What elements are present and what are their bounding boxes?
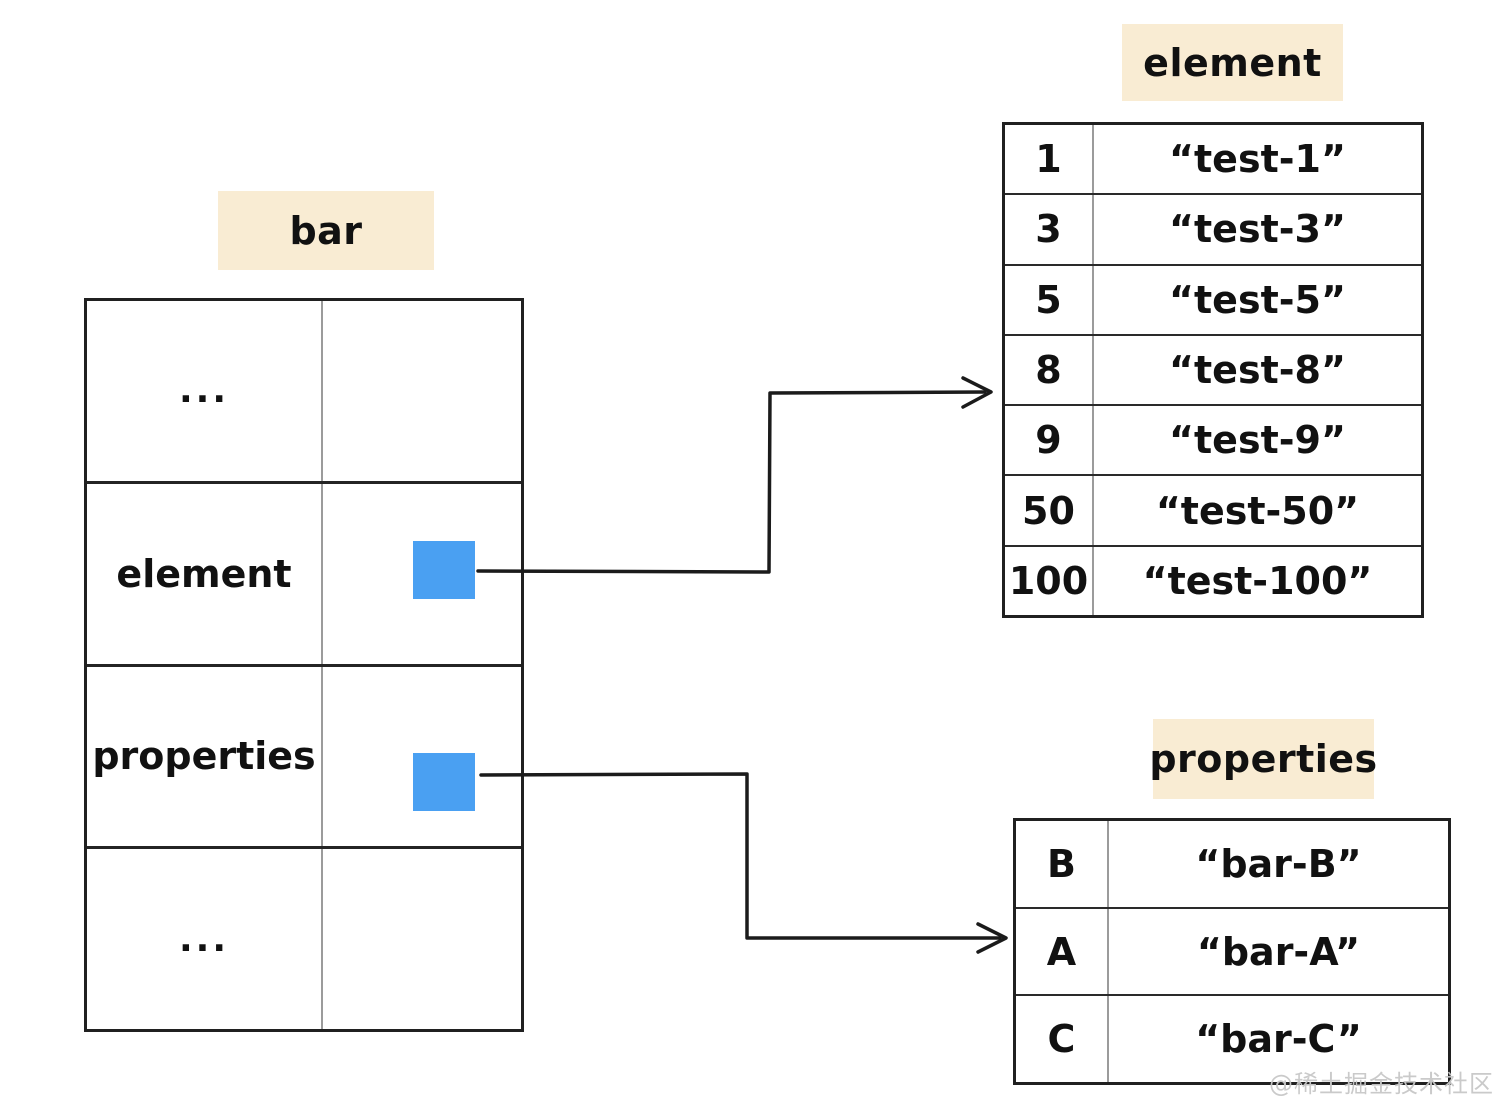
element-table-title: element <box>1122 24 1343 101</box>
properties-row: A “bar-A” <box>1016 908 1448 997</box>
element-value: “test-8” <box>1169 347 1346 392</box>
properties-value: “bar-A” <box>1196 929 1361 974</box>
element-key: 1 <box>1005 125 1094 194</box>
element-arrow <box>476 376 993 574</box>
element-value: “test-1” <box>1169 137 1346 182</box>
element-key: 9 <box>1005 406 1094 475</box>
properties-pointer-square <box>413 752 475 811</box>
element-value: “test-50” <box>1155 488 1360 533</box>
element-value: “test-9” <box>1169 418 1346 463</box>
element-value: “test-5” <box>1169 277 1346 322</box>
bar-row-pointer-cell <box>323 667 521 847</box>
bar-row-label: element <box>87 483 323 664</box>
element-row: 9 “test-9” <box>1005 406 1421 477</box>
element-key: 8 <box>1005 335 1094 405</box>
element-row: 8 “test-8” <box>1005 335 1421 407</box>
bar-table-title: bar <box>218 191 434 270</box>
properties-table-title: properties <box>1149 719 1377 799</box>
bar-row-label: ... <box>87 301 323 481</box>
properties-value: “bar-B” <box>1195 841 1362 886</box>
properties-value: “bar-C” <box>1195 1017 1362 1062</box>
element-pointer-square <box>413 540 475 599</box>
bar-table: ... element properties ... <box>84 298 524 1032</box>
properties-row: B “bar-B” <box>1016 821 1448 909</box>
bar-row-properties: properties <box>87 666 521 850</box>
properties-table: B “bar-B” A “bar-A” C “bar-C” <box>1013 818 1451 1085</box>
element-table: 1 “test-1” 3 “test-3” 5 “test-5” 8 “test… <box>1002 122 1424 618</box>
element-row: 5 “test-5” <box>1005 265 1421 336</box>
element-key: 50 <box>1005 476 1094 545</box>
bar-row-label: properties <box>87 666 323 847</box>
bar-row-pointer-cell <box>323 301 521 481</box>
properties-key: A <box>1016 908 1109 995</box>
bar-row-pointer-cell <box>323 484 521 664</box>
element-value: “test-100” <box>1142 558 1373 603</box>
element-key: 3 <box>1005 195 1094 264</box>
properties-key: C <box>1016 996 1109 1083</box>
element-row: 1 “test-1” <box>1005 125 1421 196</box>
element-row: 50 “test-50” <box>1005 476 1421 547</box>
watermark: @稀土掘金技术社区 <box>1269 1070 1494 1098</box>
element-key: 5 <box>1005 265 1094 334</box>
bar-row-ellipsis-bottom: ... <box>87 849 521 1029</box>
properties-arrow <box>479 772 1008 954</box>
bar-row-ellipsis-top: ... <box>87 301 521 484</box>
properties-key: B <box>1016 821 1109 907</box>
properties-row: C “bar-C” <box>1016 996 1448 1083</box>
element-row: 100 “test-100” <box>1005 546 1421 615</box>
bar-row-label: ... <box>87 849 323 1029</box>
bar-row-element: element <box>87 483 521 667</box>
element-key: 100 <box>1005 546 1094 615</box>
element-value: “test-3” <box>1169 207 1346 252</box>
element-row: 3 “test-3” <box>1005 195 1421 266</box>
bar-row-pointer-cell <box>323 849 521 1029</box>
